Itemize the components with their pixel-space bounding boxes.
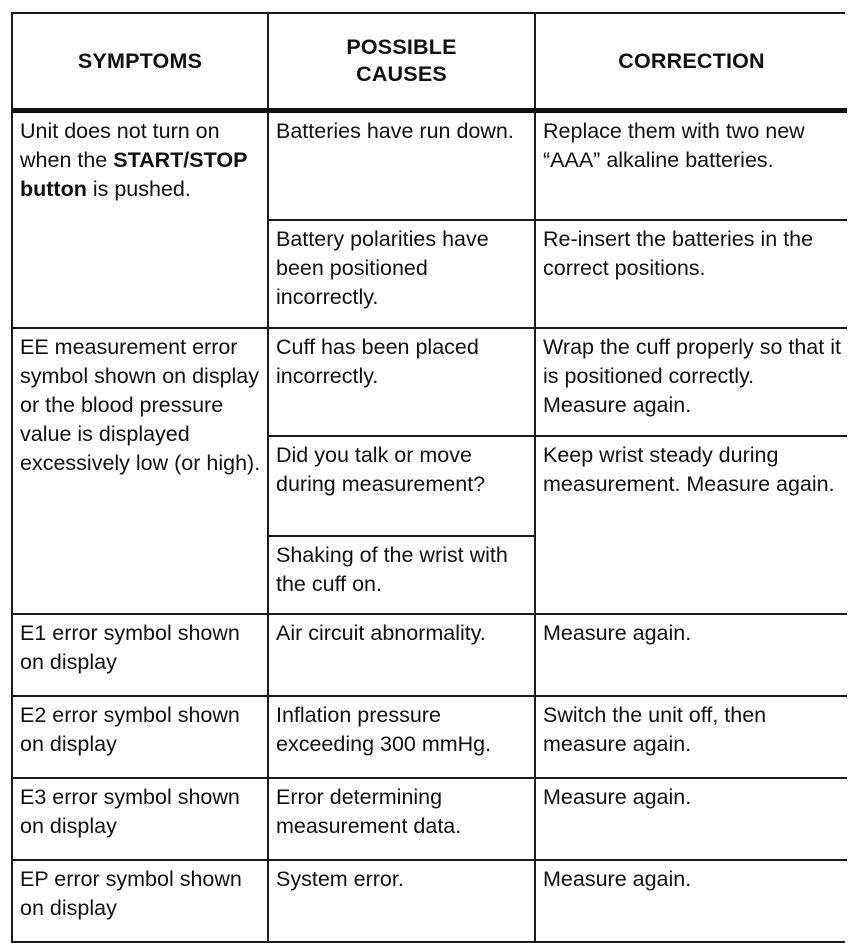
symptom-cell-e3-error: E3 error symbol shown on display: [13, 778, 269, 861]
table-row: EP error symbol shown on display System …: [13, 860, 847, 941]
table-row: Shaking of the wrist with the cuff on.: [13, 536, 847, 615]
correction-cell: Measure again.: [535, 614, 847, 697]
table-row: E1 error symbol shown on display Air cir…: [13, 614, 847, 697]
cause-cell: Batteries have run down.: [268, 110, 536, 221]
symptom-cell-unit-does-not-turn-on: Unit does not turn on when the START/STO…: [13, 110, 269, 329]
symptom-text-part2: is pushed.: [86, 176, 191, 201]
correction-cell: Measure again.: [535, 778, 847, 861]
symptom-cell-ee-measurement-error: EE measurement error symbol shown on dis…: [13, 328, 269, 615]
cause-cell: Did you talk or move during measurement?: [268, 436, 536, 537]
correction-cell: Re-insert the batteries in the correct p…: [535, 220, 847, 329]
troubleshooting-page: SYMPTOMS POSSIBLE CAUSES CORRECTION Unit…: [11, 12, 847, 943]
column-header-symptoms: SYMPTOMS: [13, 14, 269, 113]
correction-cell: Wrap the cuff properly so that it is pos…: [535, 328, 847, 437]
header-row: SYMPTOMS POSSIBLE CAUSES CORRECTION: [13, 14, 847, 113]
symptom-cell-e1-error: E1 error symbol shown on display: [13, 614, 269, 697]
cause-cell: Error determining measurement data.: [268, 778, 536, 861]
correction-cell: Switch the unit off, then measure again.: [535, 696, 847, 779]
table-row: Battery polarities have been positioned …: [13, 220, 847, 329]
column-header-possible-causes-line2: CAUSES: [356, 62, 447, 86]
cause-cell: Battery polarities have been positioned …: [268, 220, 536, 329]
correction-cell: Keep wrist steady during measurement. Me…: [535, 436, 847, 615]
troubleshooting-table-container: SYMPTOMS POSSIBLE CAUSES CORRECTION Unit…: [11, 12, 847, 943]
column-header-possible-causes: POSSIBLE CAUSES: [268, 14, 536, 113]
cause-cell: Cuff has been placed incorrectly.: [268, 328, 536, 437]
column-header-correction: CORRECTION: [535, 14, 847, 113]
table-header: SYMPTOMS POSSIBLE CAUSES CORRECTION: [13, 14, 847, 113]
symptom-text-bold: START/STOP button: [20, 147, 248, 201]
symptom-cell-e2-error: E2 error symbol shown on display: [13, 696, 269, 779]
correction-cell: Measure again.: [543, 867, 692, 891]
table-row: E3 error symbol shown on display Error d…: [13, 778, 847, 861]
symptom-cell-ep-error: EP error symbol shown on display: [13, 860, 269, 941]
table-row: Unit does not turn on when the START/STO…: [13, 110, 847, 329]
cause-cell: Inflation pressure exceeding 300 mmHg.: [268, 696, 536, 779]
troubleshooting-table: SYMPTOMS POSSIBLE CAUSES CORRECTION Unit…: [13, 14, 847, 941]
table-row: E2 error symbol shown on display Inflati…: [13, 696, 847, 779]
table-body: Unit does not turn on when the START/STO…: [13, 110, 847, 941]
cause-cell: System error.: [268, 860, 536, 941]
cause-cell: Shaking of the wrist with the cuff on.: [268, 536, 536, 615]
symptom-text-part1: Unit does not turn on when the: [20, 119, 220, 172]
correction-cell: Replace them with two new “AAA” alkaline…: [535, 110, 847, 221]
cause-cell: Air circuit abnormality.: [268, 614, 536, 697]
table-row: Did you talk or move during measurement?…: [13, 436, 847, 615]
table-row: EE measurement error symbol shown on dis…: [13, 328, 847, 615]
symptom-text: Unit does not turn on when the START/STO…: [20, 117, 261, 204]
column-header-possible-causes-line1: POSSIBLE: [346, 35, 457, 60]
